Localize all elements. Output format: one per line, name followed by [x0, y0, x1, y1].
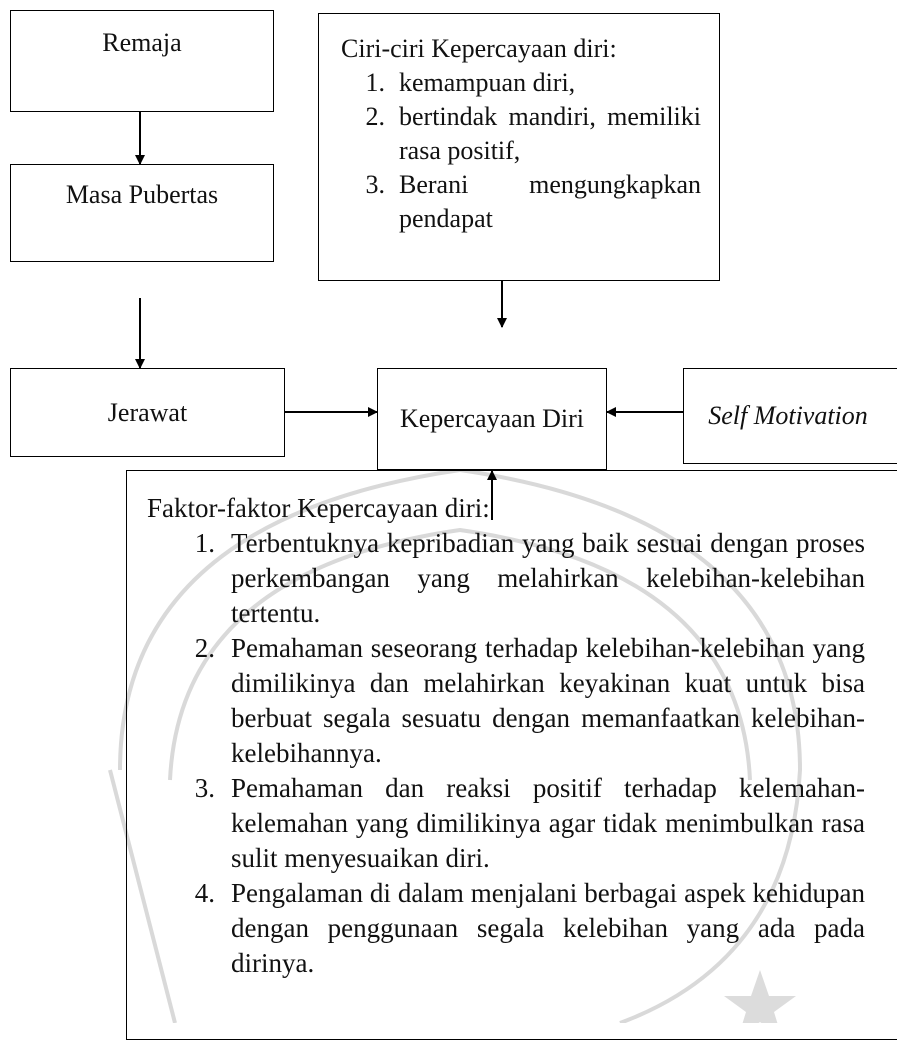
faktor-item-text: Pemahaman seseorang terhadap kelebihan-k… [231, 633, 865, 768]
ciri-item-number: 3. [365, 170, 386, 199]
ciri-item-number: 2. [365, 102, 386, 131]
seal-outer-arc [118, 467, 803, 1023]
faktor-item-number: 1. [194, 528, 215, 558]
faktor-list: 1. Terbentuknya kepribadian yang baik se… [147, 526, 865, 981]
faktor-item: 3. Pemahaman dan reaksi positif terhadap… [147, 771, 865, 876]
ciri-item: 2. bertindak mandiri, memiliki rasa posi… [341, 100, 702, 168]
ciri-item-text: bertindak mandiri, memiliki rasa positif… [399, 102, 701, 165]
node-masa-pubertas-label: Masa Pubertas [65, 180, 219, 209]
faktor-item-number: 3. [194, 773, 215, 803]
ciri-item: 1. kemampuan diri, [341, 66, 701, 100]
faktor-item: 4. Pengalaman di dalam menjalani berbaga… [147, 876, 865, 981]
node-kepercayaan-diri: Kepercayaan Diri [377, 368, 607, 470]
node-jerawat-label: Jerawat [107, 397, 188, 427]
faktor-item-text: Pemahaman dan reaksi positif terhadap ke… [231, 773, 865, 873]
faktor-title: Faktor-faktor Kepercayaan diri: [147, 493, 490, 523]
faktor-item-number: 2. [194, 633, 215, 663]
faktor-item: 2. Pemahaman seseorang terhadap kelebiha… [147, 631, 865, 771]
seal-star [724, 970, 796, 1023]
node-remaja-label: Remaja [102, 28, 182, 57]
faktor-item-text: Terbentuknya kepribadian yang baik sesua… [231, 528, 865, 628]
ciri-list: 1. kemampuan diri, 2. bertindak mandiri,… [341, 66, 702, 236]
node-remaja: Remaja [10, 10, 274, 112]
node-kepercayaan-diri-label: Kepercayaan Diri [399, 404, 585, 434]
ciri-box: Ciri-ciri Kepercayaan diri: 1. kemampuan… [318, 13, 720, 281]
ciri-title: Ciri-ciri Kepercayaan diri: [341, 34, 617, 63]
faktor-item: 1. Terbentuknya kepribadian yang baik se… [147, 526, 865, 631]
seal-inner-arc [168, 527, 752, 781]
node-self-motivation: Self Motivation [683, 368, 897, 464]
node-jerawat: Jerawat [10, 368, 285, 457]
ciri-item-text: kemampuan diri, [399, 68, 576, 97]
seal-left-edge [108, 769, 177, 1023]
ciri-item-number: 1. [365, 68, 386, 97]
faktor-item-text: Pengalaman di dalam menjalani berbagai a… [231, 878, 865, 978]
node-masa-pubertas: Masa Pubertas [10, 164, 274, 262]
node-self-motivation-label: Self Motivation [708, 401, 868, 431]
faktor-box: Faktor-faktor Kepercayaan diri: 1. Terbe… [126, 470, 897, 1040]
ciri-item: 3. Berani mengungkapkan pendapat [341, 168, 702, 236]
faktor-item-number: 4. [194, 878, 215, 908]
ciri-item-text: Berani mengungkapkan pendapat [399, 170, 701, 233]
